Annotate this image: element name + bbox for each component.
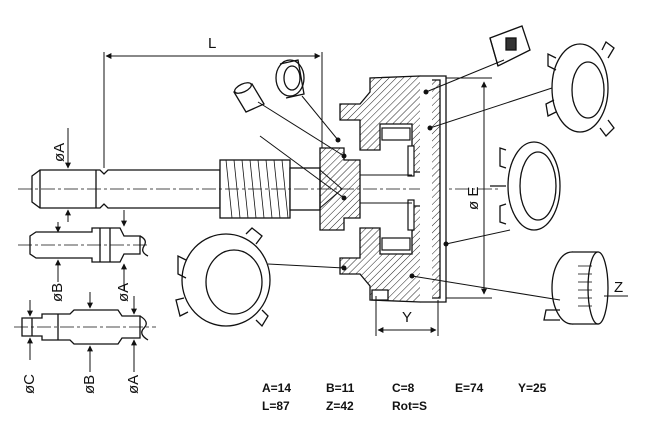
clutch-rollers — [381, 127, 415, 251]
bush-small — [233, 82, 265, 113]
spring-cage — [490, 141, 561, 231]
variant-c-diameter-c-label: øC — [21, 374, 38, 394]
spec-rot: Rot=S — [392, 399, 428, 413]
diameter-e-dimension — [446, 77, 492, 299]
spec-e: E=74 — [455, 381, 484, 395]
spec-y: Y=25 — [518, 381, 547, 395]
diameter-e-label: ø E — [465, 187, 482, 210]
spec-z: Z=42 — [326, 399, 354, 413]
drive-housing — [319, 75, 447, 303]
ring-gear-teeth — [578, 265, 592, 307]
teeth-z-label: Z — [614, 279, 623, 296]
leader-dots — [335, 89, 449, 279]
variant-c-diameter-b-label: øB — [81, 375, 98, 394]
variant-b-diameter-b-label: øB — [49, 283, 66, 302]
length-label: L — [208, 35, 216, 52]
spec-a: A=14 — [262, 381, 292, 395]
length-dimension — [103, 52, 323, 168]
variant-c-dims — [27, 292, 137, 372]
clutch-cage-left — [175, 227, 271, 328]
roller-block — [489, 25, 531, 67]
spec-l: L=87 — [262, 399, 290, 413]
ring-gear — [543, 251, 609, 325]
variant-b-diameter-a-label: øA — [115, 283, 132, 302]
retaining-ring-top — [545, 41, 615, 137]
variant-b-dims — [55, 210, 127, 290]
spec-c: C=8 — [392, 381, 415, 395]
leader-lines — [257, 59, 561, 301]
bush-large — [275, 59, 305, 99]
width-y-label: Y — [402, 309, 412, 326]
variant-c-diameter-a-label: øA — [125, 375, 142, 394]
spec-b: B=11 — [326, 381, 355, 395]
width-y-dimension — [375, 296, 439, 336]
housing-inner-lines — [319, 169, 412, 209]
shaft-diameter-a-label: øA — [51, 143, 68, 162]
